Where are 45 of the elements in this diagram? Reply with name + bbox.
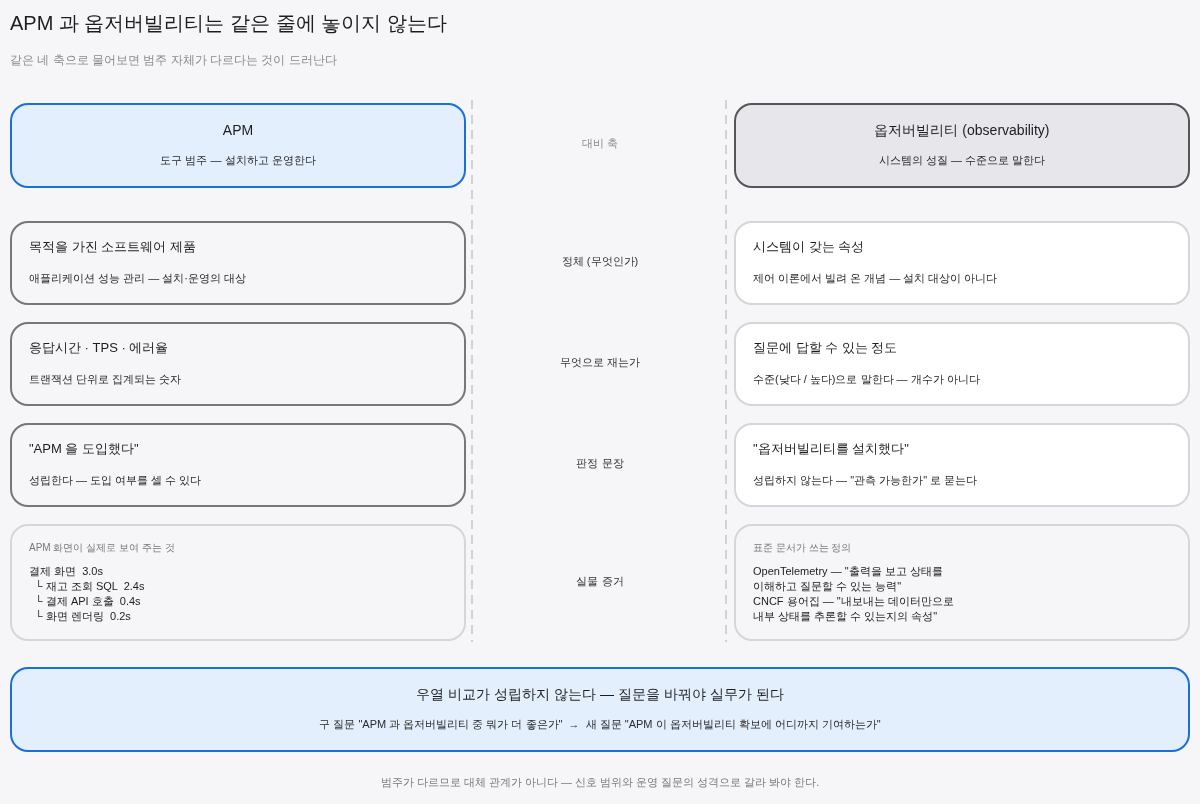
heading: 질문에 답할 수 있는 정도 xyxy=(753,339,898,357)
heading: 옵저버빌리티 (observability) xyxy=(874,121,1050,140)
concept-card xyxy=(10,322,466,406)
heading: 시스템이 갖는 속성 xyxy=(753,238,865,256)
axis-label: 실물 증거 xyxy=(576,573,624,589)
concept-card xyxy=(10,423,466,507)
description: 수준(낮다 / 높다)으로 말한다 — 개수가 아니다 xyxy=(753,372,980,387)
axis-label: 정체 (무엇인가) xyxy=(561,253,639,269)
evidence-card xyxy=(734,524,1190,641)
description: 제어 이론에서 빌려 온 개념 — 설치 대상이 아니다 xyxy=(753,271,998,286)
concept-card xyxy=(734,423,1190,507)
heading: 우열 비교가 성립하지 않는다 — 질문을 바꿔야 실무가 된다 xyxy=(416,685,784,704)
summary-box xyxy=(10,667,1190,752)
heading: "옵저버빌리티를 설치했다" xyxy=(753,440,909,458)
card-label: APM 화면이 실제로 보여 주는 것 xyxy=(29,541,175,555)
heading: "APM 을 도입했다" xyxy=(29,440,139,458)
description: 시스템의 성질 — 수준으로 말한다 xyxy=(878,153,1046,168)
heading: APM xyxy=(222,121,254,140)
description: 구 질문 "APM 과 옵저버빌리티 중 뭐가 더 좋은가" → 새 질문 "APM 이 옵저버빌리티 확보에 어디까지 기여하는가" xyxy=(319,717,881,732)
caption: 범주가 다르므로 대체 관계가 아니다 — 신호 범위와 운영 질문의 성격으로 갈라 봐야 한다. xyxy=(380,775,820,790)
axis-label: 판정 문장 xyxy=(576,455,624,471)
description: 성립한다 — 도입 여부를 셀 수 있다 xyxy=(29,473,202,488)
description: 성립하지 않는다 — "관측 가능한가" 로 묻는다 xyxy=(753,473,978,488)
heading: 응답시간 · TPS · 에러율 xyxy=(29,339,169,357)
timing-line: └ 결제 API 호출 0.4s xyxy=(35,594,141,609)
title: APM 과 옵저버빌리티는 같은 줄에 놓이지 않는다 xyxy=(10,11,447,36)
axis-label: 대비 축 xyxy=(581,135,619,151)
heading: 목적을 가진 소프트웨어 제품 xyxy=(29,238,196,256)
definition-text: CNCF 용어집 — "내보내는 데이터만으로 내부 상태를 추론할 수 있는지의 속성" xyxy=(753,594,955,624)
timing-line: └ 화면 렌더링 0.2s xyxy=(35,609,131,624)
timing-line: 결제 화면 3.0s xyxy=(29,564,103,579)
header-box xyxy=(734,103,1190,188)
description: 애플리케이션 성능 관리 — 설치·운영의 대상 xyxy=(29,271,246,286)
description: 트랜잭션 단위로 집계되는 숫자 xyxy=(29,372,182,387)
definition-text: OpenTelemetry — "출력을 보고 상태를 이해하고 질문할 수 있는 능력" xyxy=(753,564,944,594)
concept-card xyxy=(734,322,1190,406)
card-label: 표준 문서가 쓰는 정의 xyxy=(753,541,852,555)
concept-card xyxy=(10,221,466,305)
axis-label: 무엇으로 재는가 xyxy=(559,354,641,370)
subtitle: 같은 네 축으로 물어보면 범주 자체가 다르다는 것이 드러난다 xyxy=(10,52,337,69)
description: 도구 범주 — 설치하고 운영한다 xyxy=(160,153,316,168)
evidence-card xyxy=(10,524,466,641)
timing-line: └ 재고 조회 SQL 2.4s xyxy=(35,579,145,594)
concept-card xyxy=(734,221,1190,305)
header-box xyxy=(10,103,466,188)
